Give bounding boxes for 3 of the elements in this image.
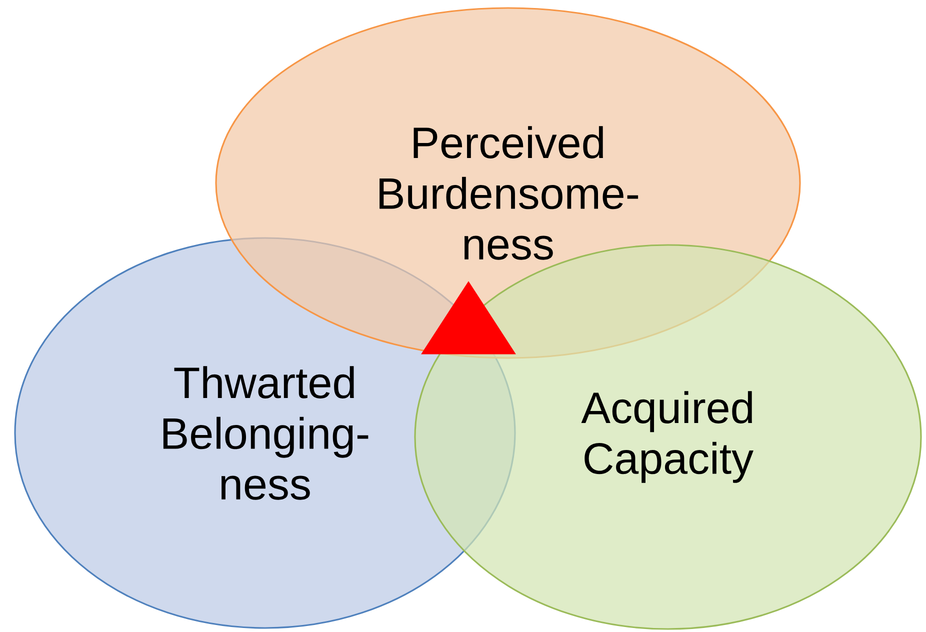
ellipse-label: Acquired Capacity	[581, 391, 754, 483]
ellipse-label: Thwarted Belonging-ness	[163, 366, 368, 500]
ellipse-label: Perceived Burdensome-ness	[380, 126, 638, 260]
